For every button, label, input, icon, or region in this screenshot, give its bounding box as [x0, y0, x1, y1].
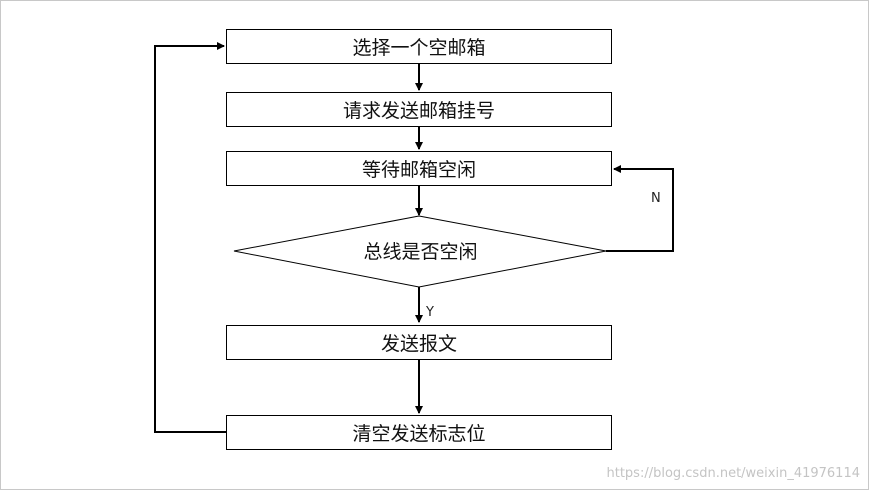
step-label: 发送报文 [380, 333, 457, 355]
step-label: 请求发送邮箱挂号 [342, 100, 495, 122]
decision-diamond [233, 215, 607, 288]
return-loop-arrow [154, 42, 226, 433]
no-edge-label: N [651, 191, 661, 206]
step-request-mailbox: 请求发送邮箱挂号 [226, 92, 612, 127]
yes-edge-label: Y [426, 305, 434, 320]
watermark-url: https://blog.csdn.net/weixin_41976114 [606, 466, 860, 481]
step-label: 清空发送标志位 [352, 423, 486, 445]
step-select-empty-mailbox: 选择一个空邮箱 [226, 29, 612, 64]
decision-label: 总线是否空闲 [363, 240, 478, 263]
step-label: 等待邮箱空闲 [361, 159, 476, 181]
no-loop-arrow [606, 165, 674, 252]
step-label: 选择一个空邮箱 [352, 37, 486, 59]
step-wait-mailbox-idle: 等待邮箱空闲 [226, 151, 612, 186]
step-clear-send-flag: 清空发送标志位 [226, 415, 612, 450]
step-send-message: 发送报文 [226, 325, 612, 360]
